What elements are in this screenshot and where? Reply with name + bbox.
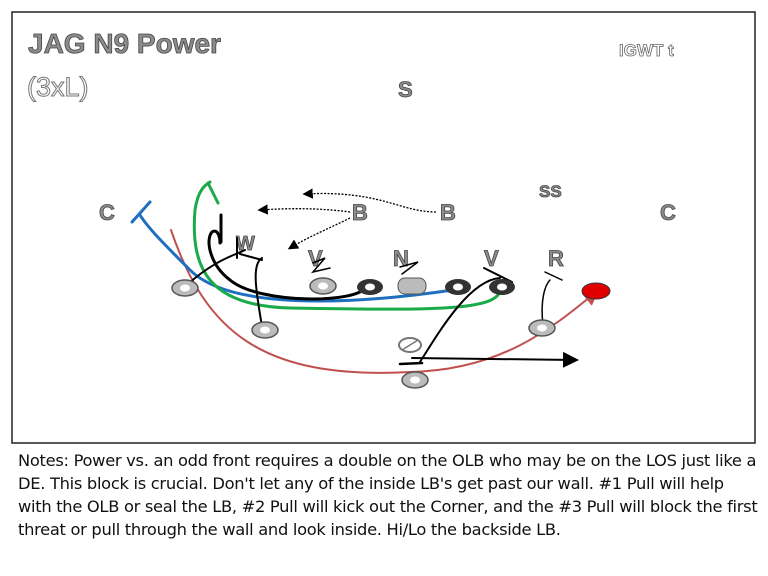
donut-hole — [453, 283, 463, 291]
black-block-path — [187, 237, 263, 285]
zig-marks — [310, 257, 419, 275]
qb-slash — [401, 339, 419, 351]
linebacker-B1: B — [352, 200, 368, 225]
lineman-V1: V — [308, 246, 323, 271]
donut-hole — [497, 283, 507, 291]
donut-hole — [365, 283, 375, 291]
formation-label: (3xL) — [27, 72, 89, 102]
safety-S: S — [398, 77, 413, 102]
qb-path — [419, 267, 513, 363]
mesh-mark — [398, 361, 424, 366]
linebacker-B2: B — [440, 200, 456, 225]
blocking-paths — [130, 180, 600, 374]
lineman-V2: V — [484, 246, 499, 271]
offense — [171, 277, 611, 389]
strong-safety: SS — [539, 182, 562, 201]
fb-path — [411, 351, 579, 368]
donut-hole — [180, 284, 190, 292]
green-path — [192, 180, 502, 311]
donut-hole — [410, 376, 420, 384]
donut-hole — [260, 326, 270, 334]
corner-left: C — [99, 200, 115, 225]
black-pull-path — [207, 213, 367, 301]
lb-dotted-paths — [257, 188, 437, 250]
linebacker-W: W — [236, 233, 255, 255]
donut-hole — [537, 324, 547, 332]
tag-label: IGWT t — [619, 41, 674, 60]
corner-right: C — [660, 200, 676, 225]
te-path — [541, 271, 563, 326]
center — [397, 277, 427, 295]
play-title: JAG N9 Power — [28, 28, 221, 59]
rover-R: R — [548, 246, 564, 271]
diagram-frame — [11, 11, 756, 444]
donut-hole — [318, 282, 328, 290]
back-path — [254, 257, 263, 328]
ball-carrier — [581, 282, 611, 300]
coaching-notes: Notes: Power vs. an odd front requires a… — [18, 451, 758, 539]
